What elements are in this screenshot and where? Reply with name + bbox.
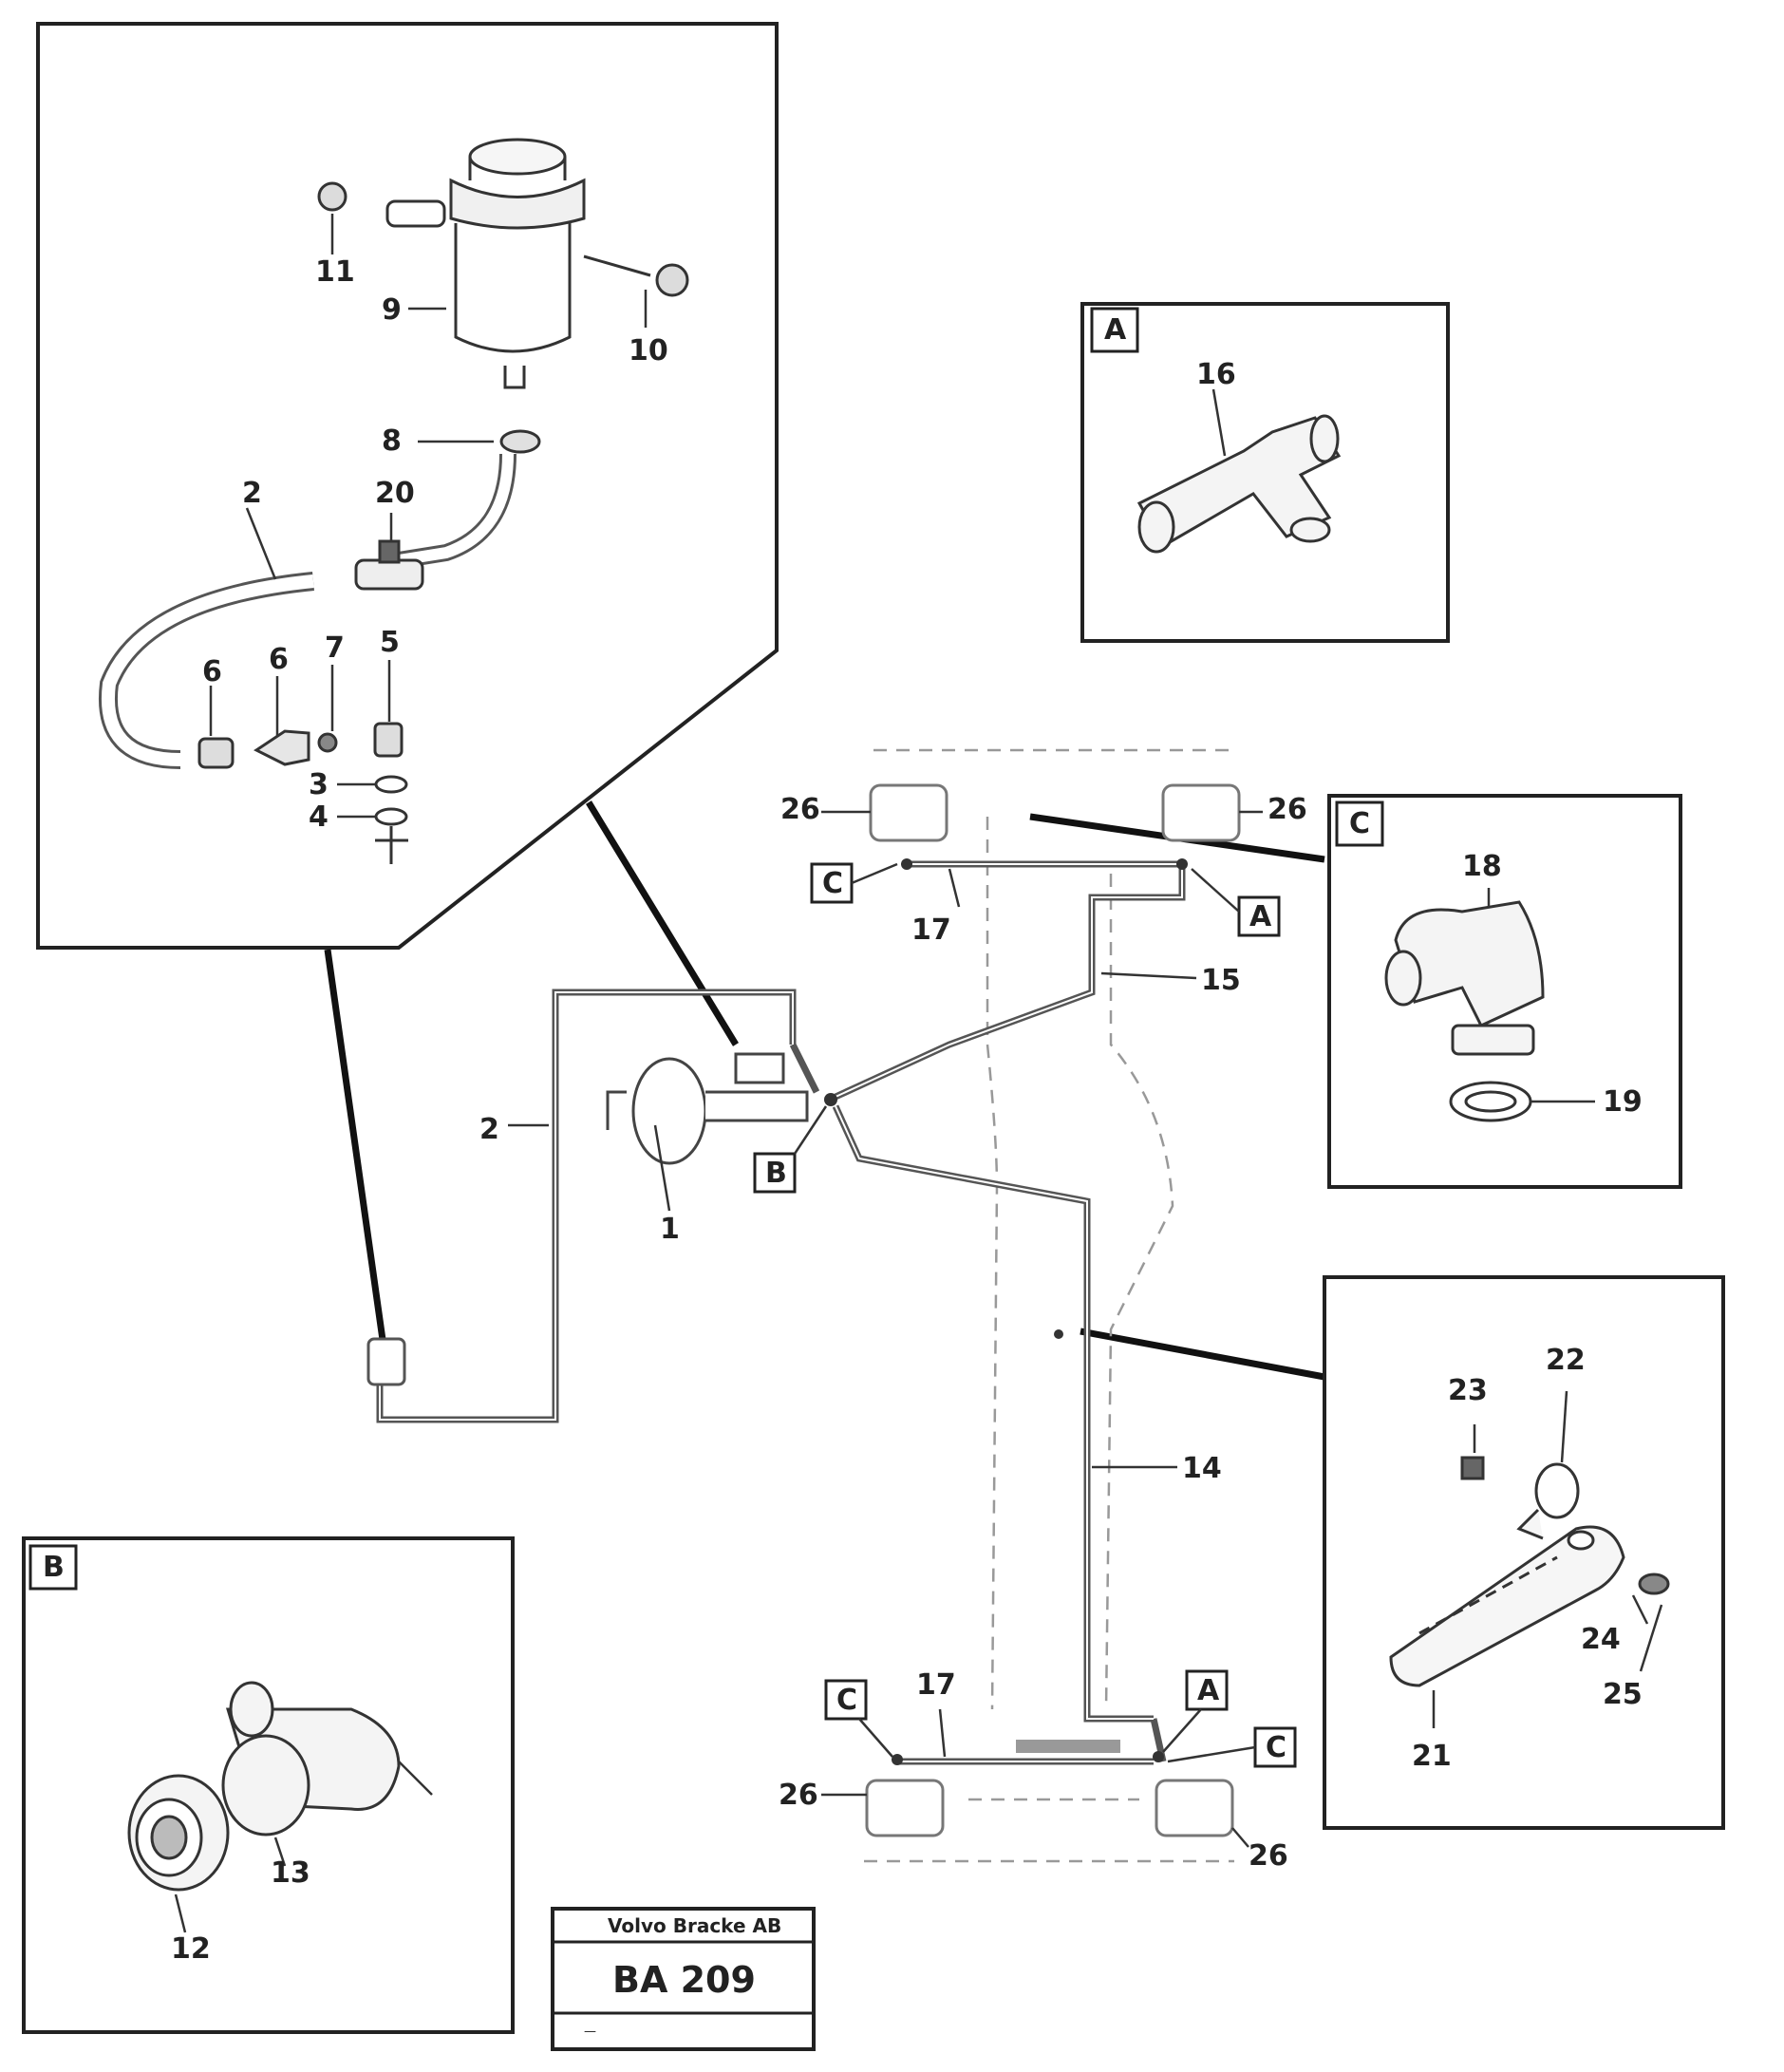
part-number-label: 4 [309, 801, 329, 834]
part-number-label: 11 [315, 255, 355, 289]
detail-label-b: B [43, 1551, 65, 1584]
part-number-label: 26 [1268, 793, 1307, 826]
pipe-clip-illustration [1389, 1456, 1670, 1687]
part-number-label: 19 [1603, 1085, 1643, 1119]
part-number-label: 10 [629, 334, 668, 367]
part-number-label: 24 [1581, 1623, 1621, 1656]
detail-a-panel [1080, 302, 1450, 643]
callout-box-c: C [822, 867, 844, 900]
part-number-label: 26 [780, 793, 820, 826]
title-block-code: BA 209 [612, 1959, 756, 2001]
part-number-label: 26 [779, 1779, 818, 1812]
part-number-label: 16 [1196, 358, 1236, 391]
part-number-label: 15 [1201, 964, 1241, 997]
part-number-label: 25 [1603, 1678, 1643, 1711]
part-number-label: 26 [1249, 1839, 1288, 1873]
title-block-ref: — [584, 2025, 596, 2039]
part-number-label: 8 [382, 424, 402, 458]
title-block-company: Volvo Bracke AB [608, 1914, 782, 1937]
part-number-label: 7 [325, 631, 345, 665]
detail-label-a: A [1104, 313, 1127, 347]
main-callout-boxes [753, 862, 1297, 1768]
callout-box-c: C [836, 1684, 858, 1717]
elbow-illustration [1384, 900, 1545, 1122]
part-number-label: 9 [382, 293, 402, 327]
part-number-label: 5 [380, 626, 400, 659]
part-number-label: 21 [1412, 1740, 1452, 1773]
part-number-label: 2 [242, 477, 262, 510]
part-number-label: 14 [1182, 1452, 1222, 1485]
part-number-label: 17 [916, 1668, 956, 1702]
part-number-label: 22 [1546, 1344, 1586, 1377]
connector-illustration [127, 1681, 401, 1892]
callout-box-b: B [765, 1157, 787, 1190]
part-number-label: 1 [660, 1213, 680, 1246]
part-number-label: 3 [309, 768, 329, 801]
part-number-label: 17 [911, 914, 951, 947]
part-number-label: 6 [269, 643, 289, 676]
part-number-label: 23 [1448, 1374, 1488, 1407]
detail-b-panel [22, 1536, 515, 2034]
callout-box-c: C [1266, 1731, 1287, 1764]
clip-detail-panel [1323, 1275, 1725, 1830]
detail-label-c: C [1349, 807, 1371, 840]
title-block [551, 1907, 816, 2051]
detail-c-panel [1327, 794, 1682, 1189]
brake-line-layout [366, 748, 1241, 1863]
reservoir-detail-panel [36, 22, 779, 950]
callout-box-a: A [1249, 900, 1272, 933]
part-number-label: 20 [375, 477, 415, 510]
part-number-label: 13 [271, 1856, 310, 1890]
part-number-label: 12 [171, 1932, 211, 1966]
t-piece-illustration [1136, 414, 1342, 554]
part-number-label: 6 [202, 655, 222, 688]
reservoir-illustration [99, 138, 689, 864]
part-number-label: 18 [1462, 850, 1502, 883]
part-number-label: 2 [479, 1113, 499, 1146]
callout-box-a: A [1197, 1674, 1220, 1707]
